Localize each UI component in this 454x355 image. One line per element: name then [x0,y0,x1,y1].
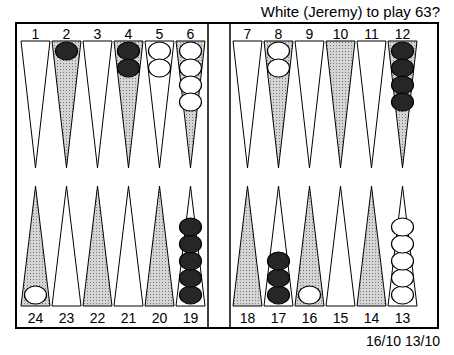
point-number: 12 [388,27,418,41]
board-point [114,186,143,306]
point-number: 21 [114,311,144,325]
board-point [233,41,262,168]
board-point [52,186,81,306]
board-point [264,186,293,306]
board-frame [16,23,438,328]
diagram-title: White (Jeremy) to play 63? [261,4,440,19]
board-point [326,186,355,306]
point-number: 15 [326,311,356,325]
black-checker [180,218,202,236]
bar-line [207,23,209,328]
black-checker [180,269,202,287]
point-number: 4 [114,27,144,41]
white-checker [392,218,414,236]
point-number: 6 [176,27,206,41]
point-number: 20 [145,311,175,325]
point-number: 7 [233,27,263,41]
board-point [176,41,205,168]
point-number: 22 [83,311,113,325]
point-number: 2 [52,27,82,41]
point-number: 24 [21,311,51,325]
point-number: 8 [264,27,294,41]
black-checker [180,252,202,270]
move-caption: 16/10 13/10 [366,334,440,348]
board-point [388,41,417,168]
black-checker [56,42,78,60]
black-checker [118,59,140,77]
point-number: 13 [388,311,418,325]
white-checker [268,42,290,60]
black-checker [392,59,414,77]
white-checker [180,42,202,60]
board-point [264,41,293,168]
white-checker [180,76,202,94]
point-number: 14 [357,311,387,325]
board-point [357,41,386,168]
board-point [83,186,112,306]
board-point [21,186,50,306]
white-checker [268,59,290,77]
point-number: 23 [52,311,82,325]
white-checker [149,42,171,60]
white-checker [299,286,321,304]
white-checker [25,286,47,304]
white-checker [180,59,202,77]
black-checker [392,93,414,111]
point-number: 3 [83,27,113,41]
board-point [357,186,386,306]
board-point [145,186,174,306]
white-checker [149,59,171,77]
board-point [176,186,205,306]
point-number: 10 [326,27,356,41]
white-checker [180,93,202,111]
white-checker [392,269,414,287]
point-number: 11 [357,27,387,41]
board-point [114,41,143,168]
black-checker [268,269,290,287]
board-point [326,41,355,168]
black-checker [180,286,202,304]
black-checker [268,252,290,270]
point-number: 1 [21,27,51,41]
point-number: 9 [295,27,325,41]
board-point [83,41,112,168]
board-point [145,41,174,168]
point-number: 19 [176,311,206,325]
bar-line [229,23,231,328]
black-checker [268,286,290,304]
board-point [233,186,262,306]
point-number: 16 [295,311,325,325]
white-checker [392,235,414,253]
board-point [52,41,81,168]
white-checker [392,252,414,270]
point-number: 17 [264,311,294,325]
board-point [295,186,324,306]
black-checker [392,42,414,60]
white-checker [392,286,414,304]
board-point [388,186,417,306]
black-checker [392,76,414,94]
point-number: 5 [145,27,175,41]
board-point [295,41,324,168]
black-checker [118,42,140,60]
board-point [21,41,50,168]
black-checker [180,235,202,253]
point-number: 18 [233,311,263,325]
